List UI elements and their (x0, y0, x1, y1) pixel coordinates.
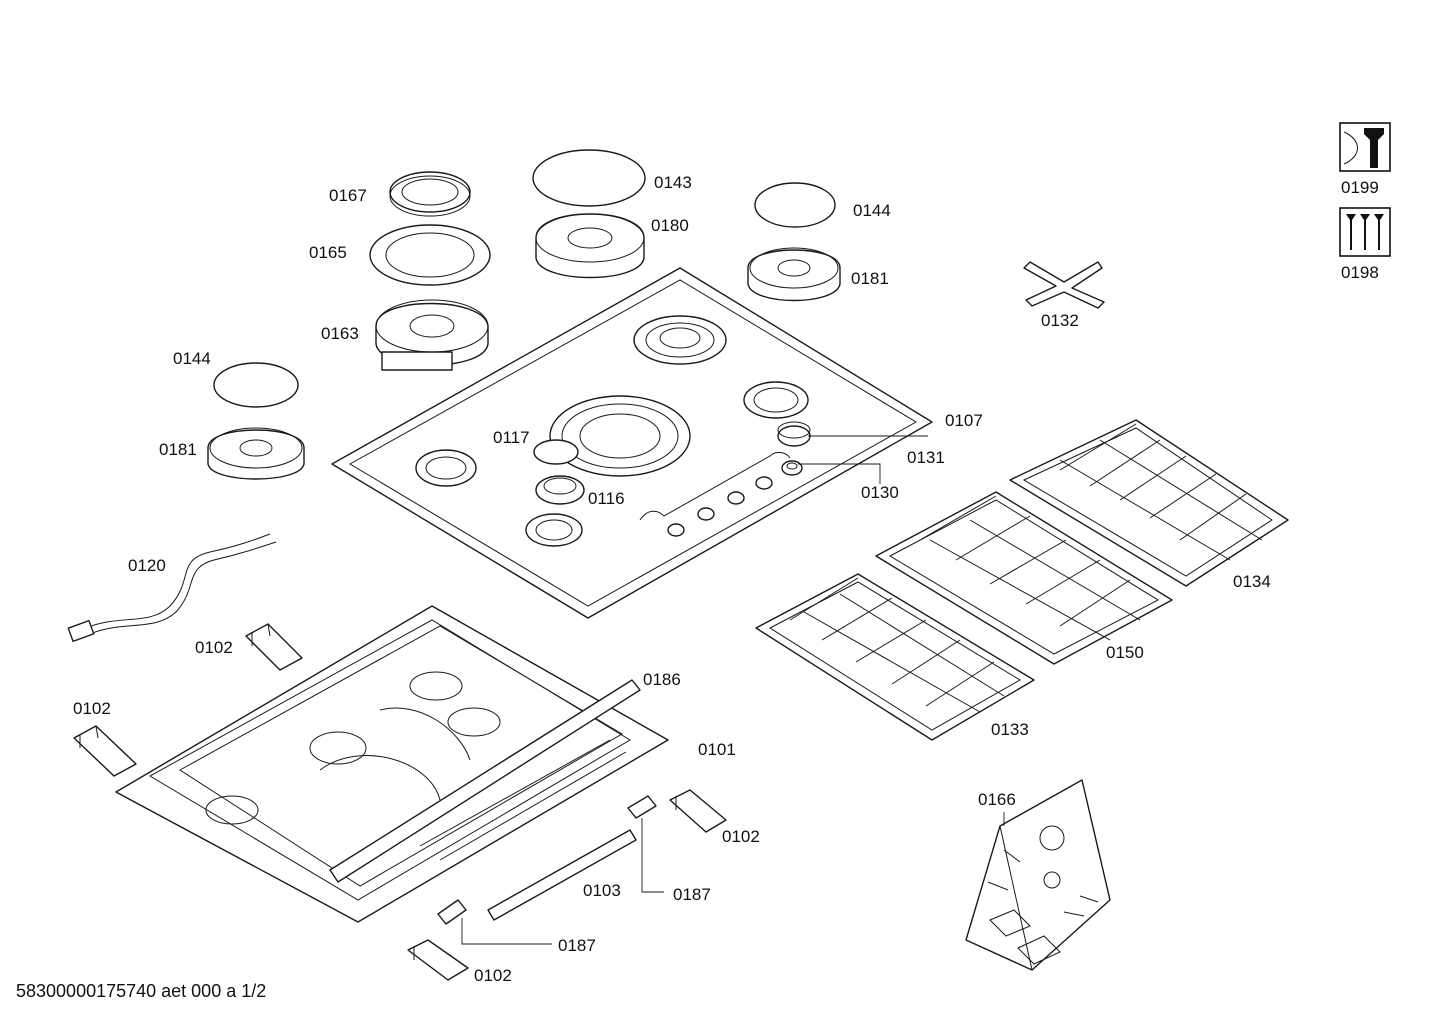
label-0167: 0167 (329, 186, 367, 205)
label-0107: 0107 (945, 411, 983, 430)
burner-medium-right[interactable] (747, 247, 841, 302)
label-0199: 0199 (1341, 178, 1379, 197)
label-0132: 0132 (1041, 311, 1079, 330)
wok-support-bracket[interactable] (1023, 261, 1105, 309)
label-0144-right: 0144 (853, 201, 891, 220)
bottom-tray[interactable] (115, 605, 669, 923)
label-0102-left: 0102 (73, 699, 111, 718)
bracket-right[interactable] (669, 789, 727, 833)
knob-holes (667, 476, 773, 537)
label-0181-right: 0181 (851, 269, 889, 288)
hob-top-plate[interactable] (331, 267, 933, 619)
label-0187-right: 0187 (673, 885, 711, 904)
label-0130: 0130 (861, 483, 899, 502)
label-0102-bottom: 0102 (474, 966, 512, 985)
burner-cap-medium-right[interactable] (754, 182, 836, 228)
control-knob[interactable] (777, 421, 811, 447)
label-0103: 0103 (583, 881, 621, 900)
clip-right[interactable] (627, 795, 657, 819)
label-0163: 0163 (321, 324, 359, 343)
plate-burner-wells (415, 315, 809, 547)
burner-cap-large[interactable] (532, 149, 646, 207)
wok-burner-ring-top[interactable] (389, 171, 471, 217)
leader-lines (461, 435, 1005, 945)
bracket-bottom[interactable] (407, 939, 469, 981)
sealing-strip[interactable] (487, 829, 637, 921)
wok-burner-base[interactable] (375, 299, 489, 371)
pan-support-middle[interactable] (875, 491, 1173, 665)
label-0102-upper: 0102 (195, 638, 233, 657)
label-0143: 0143 (654, 173, 692, 192)
wrench-icon (1339, 122, 1391, 172)
label-0116: 0116 (588, 489, 625, 508)
burner-cap-medium-left[interactable] (213, 362, 299, 408)
document-code: 58300000175740 aet 000 a 1/2 (16, 981, 267, 1001)
label-0150: 0150 (1106, 643, 1144, 662)
label-0131: 0131 (907, 448, 945, 467)
part-labels: 0167 0165 0163 0143 0180 0144 0181 0144 … (73, 173, 1379, 985)
label-0180: 0180 (651, 216, 689, 235)
label-0198: 0198 (1341, 263, 1379, 282)
conversion-kit[interactable] (965, 779, 1111, 971)
label-0144-left: 0144 (173, 349, 211, 368)
burner-large[interactable] (535, 213, 645, 279)
label-0186: 0186 (643, 670, 681, 689)
tray-profile-rail[interactable] (329, 679, 641, 883)
label-0166: 0166 (978, 790, 1016, 809)
label-0165: 0165 (309, 243, 347, 262)
label-0181-left: 0181 (159, 440, 197, 459)
screws-icon (1339, 207, 1391, 257)
label-0102-right: 0102 (722, 827, 760, 846)
burner-small[interactable] (535, 475, 585, 505)
bracket-upper[interactable] (245, 623, 303, 671)
label-0117: 0117 (493, 428, 530, 447)
bracket-left[interactable] (73, 725, 137, 777)
clip-bottom[interactable] (437, 899, 467, 925)
pan-support-right[interactable] (1009, 419, 1289, 587)
label-0187-bottom: 0187 (558, 936, 596, 955)
wok-burner-ring-middle[interactable] (369, 224, 491, 286)
label-0120: 0120 (128, 556, 166, 575)
power-cable[interactable] (67, 533, 277, 643)
label-0101: 0101 (698, 740, 736, 759)
burner-cap-small[interactable] (533, 439, 579, 465)
burner-medium-left[interactable] (207, 427, 305, 480)
label-0134: 0134 (1233, 572, 1271, 591)
knob-spindle[interactable] (781, 460, 803, 476)
label-0133: 0133 (991, 720, 1029, 739)
pan-support-left[interactable] (755, 573, 1035, 741)
